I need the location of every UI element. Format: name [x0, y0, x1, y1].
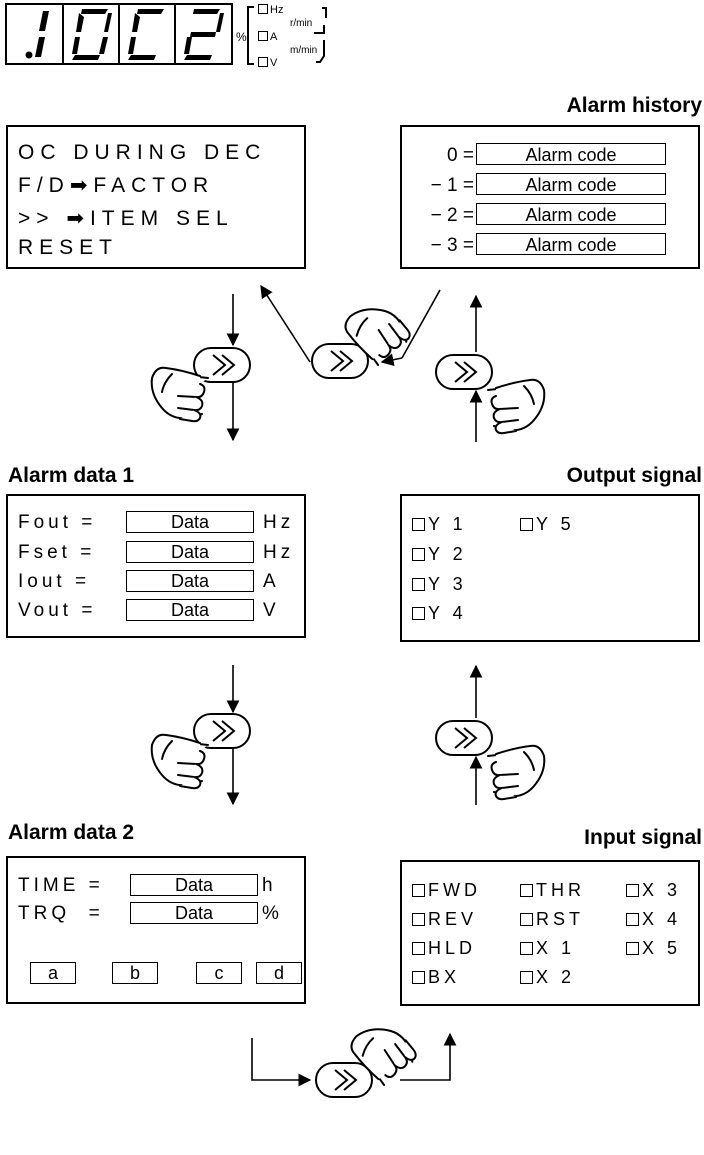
- shift-key-6: [316, 1063, 372, 1097]
- shift-key-2: [312, 344, 368, 378]
- hand-icon: [152, 368, 208, 421]
- shift-key-3: [436, 355, 492, 389]
- shift-key-4: [194, 714, 250, 748]
- hand-icon: [152, 735, 208, 788]
- shift-key-5: [436, 721, 492, 755]
- hand-icon: [488, 746, 544, 799]
- hand-icon: [488, 380, 544, 433]
